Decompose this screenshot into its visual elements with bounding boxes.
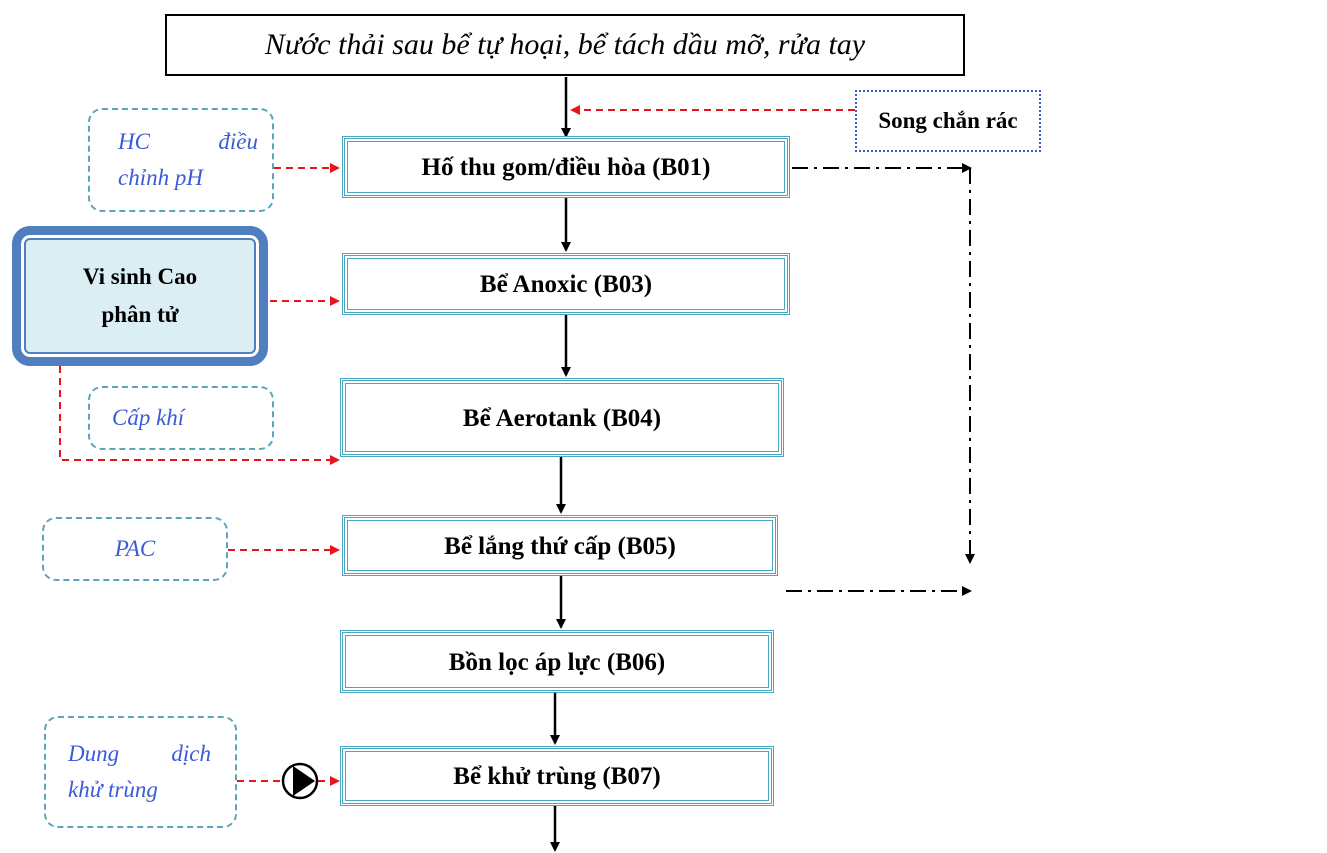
chemical-disinfect-line2: khử trùng [68,777,158,802]
dosing-arrow-air [59,366,340,465]
process-b05: Bể lắng thứ cấp (B05) [342,515,778,576]
chemical-air-label: Cấp khí [112,405,185,430]
process-b01: Hố thu gom/điều hòa (B01) [342,136,790,198]
chemical-air-box: Cấp khí [88,386,274,450]
process-b04: Bể Aerotank (B04) [340,378,784,457]
chemical-ph-line2: chỉnh pH [118,165,203,190]
chemical-disinfect-word2: dịch [171,741,211,766]
process-b03-label: Bể Anoxic (B03) [479,271,653,298]
screen-label: Song chắn rác [878,108,1018,133]
chemical-pac-label: PAC [114,536,156,561]
screen-box: Song chắn rác [855,90,1041,152]
dosing-arrows [59,105,855,786]
process-b07: Bể khử trùng (B07) [340,746,774,806]
process-b05-label: Bể lắng thứ cấp (B05) [444,532,676,560]
chemical-ph-word2: điều [218,129,258,154]
process-b01-label: Hố thu gom/điều hòa (B01) [421,154,711,181]
chemical-pac-box: PAC [42,517,228,581]
pump-icon [281,762,319,800]
influent-title-box: Nước thải sau bể tự hoại, bể tách dầu mỡ… [165,14,965,76]
sludge-lines [786,163,975,596]
chemical-ph-word1: HC [118,129,150,154]
process-b04-label: Bể Aerotank (B04) [462,404,662,432]
process-b06-label: Bồn lọc áp lực (B06) [448,648,666,676]
main-flow-arrows [550,77,571,852]
process-b06: Bồn lọc áp lực (B06) [340,630,774,693]
chemical-ph-box: HC điều chỉnh pH [88,108,274,212]
chemical-disinfect-word1: Dung [68,741,120,766]
microbe-line1: Vi sinh Cao [82,264,198,289]
microbe-box: Vi sinh Cao phân tử [12,226,268,366]
process-b03: Bể Anoxic (B03) [342,253,790,315]
chemical-disinfect-box: Dung dịch khử trùng [44,716,237,828]
influent-title: Nước thải sau bể tự hoại, bể tách dầu mỡ… [264,28,866,61]
process-b07-label: Bể khử trùng (B07) [453,763,661,790]
microbe-line2: phân tử [101,302,179,327]
